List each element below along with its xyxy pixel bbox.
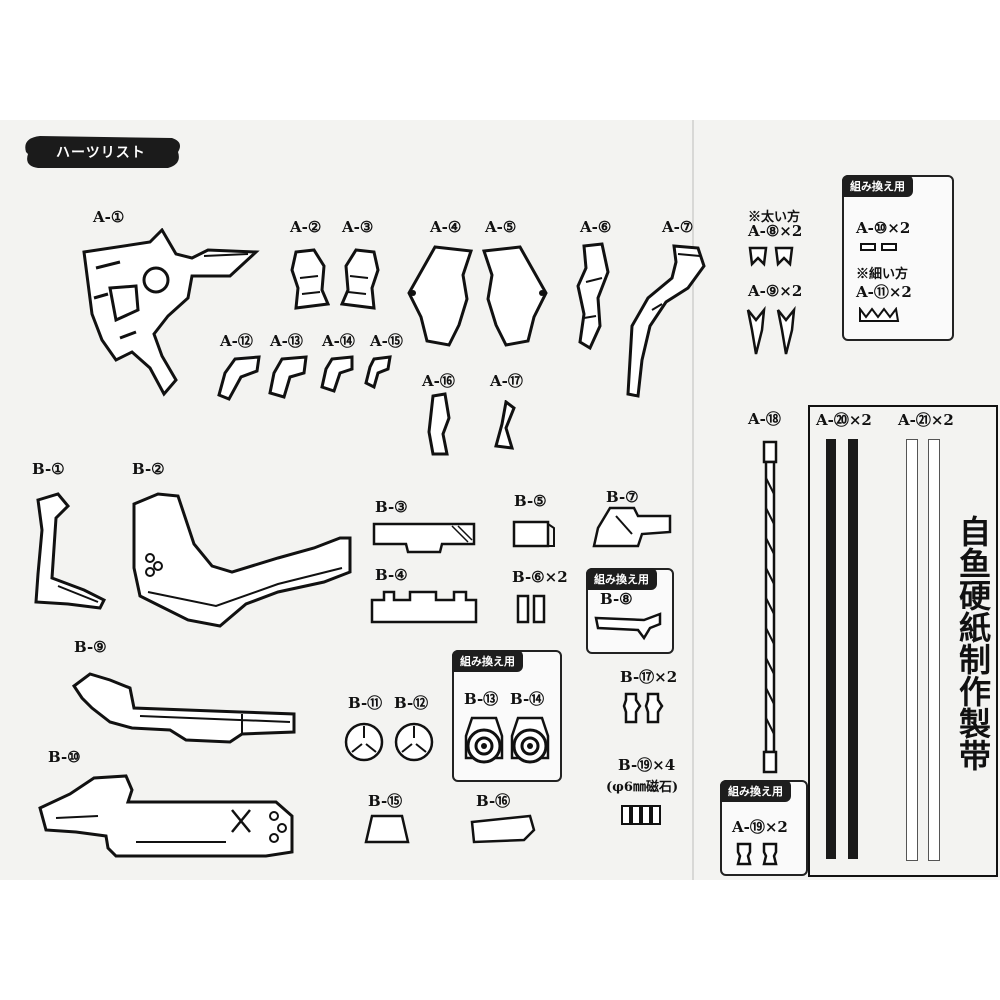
label-a2: A-② [290, 218, 322, 236]
label-b19-note: (φ6㎜磁石) [606, 780, 679, 795]
part-a11 [859, 307, 900, 322]
label-b9: B-⑨ [74, 638, 107, 656]
label-b11: B-⑪ [348, 694, 383, 712]
label-b2: B-② [132, 460, 165, 478]
alt-parts-box-a10-a11: 組み換え用 A-⑩×2 ※細い方 A-⑪×2 [842, 175, 954, 341]
label-b10: B-⑩ [48, 748, 81, 766]
part-a5 [481, 245, 548, 347]
part-b15 [364, 814, 410, 844]
label-a11: A-⑪×2 [856, 283, 912, 301]
alt-parts-box-a19: 組み換え用 A-⑲×2 [720, 780, 808, 876]
label-a17: A-⑰ [490, 372, 523, 390]
label-b5: B-⑤ [514, 492, 547, 510]
label-b6: B-⑥×2 [512, 568, 568, 586]
label-a13: A-⑬ [270, 332, 303, 350]
part-b14 [510, 716, 550, 764]
seal-sheet-box: A-⑳×2 A-㉑×2 [808, 405, 998, 877]
label-b8: B-⑧ [600, 590, 633, 608]
label-b15: B-⑮ [368, 792, 403, 810]
part-a20-strip-1 [826, 439, 836, 859]
seal-label-vertical: 自鱼硬紙制作製带 [954, 515, 992, 771]
label-a6: A-⑥ [580, 218, 612, 236]
part-a1 [82, 228, 260, 397]
part-a6 [576, 242, 610, 351]
part-a3 [340, 248, 380, 310]
part-b12 [394, 722, 434, 762]
part-a8 [748, 246, 794, 267]
part-b17 [622, 692, 664, 724]
part-a19 [736, 842, 778, 866]
part-a7 [626, 244, 706, 398]
label-a14: A-⑭ [322, 332, 355, 350]
alt-box-header: 組み換え用 [842, 175, 913, 197]
part-a18 [762, 440, 778, 774]
label-a18: A-⑱ [748, 410, 781, 428]
parts-list-banner: ハーツリスト [22, 132, 182, 172]
part-b11 [344, 722, 384, 762]
part-a2 [290, 248, 330, 310]
label-b19: B-⑲×4 [618, 756, 676, 774]
part-b4 [370, 590, 478, 624]
alt-parts-box-b8: 組み換え用 B-⑧ [586, 568, 674, 654]
part-a21-strip-2 [928, 439, 940, 861]
label-a1: A-① [93, 208, 125, 226]
alt-parts-box-b13-b14: 組み換え用 B-⑬ B-⑭ [452, 650, 562, 782]
label-a20: A-⑳×2 [816, 411, 872, 429]
label-a15: A-⑮ [370, 332, 403, 350]
label-a8: A-⑧×2 [748, 222, 803, 240]
alt-box-header: 組み換え用 [586, 568, 657, 590]
part-a16 [427, 392, 451, 456]
part-b3 [372, 522, 476, 554]
label-a5: A-⑤ [485, 218, 517, 236]
part-a15 [364, 355, 392, 390]
label-a21: A-㉑×2 [898, 411, 954, 429]
label-b13: B-⑬ [464, 690, 499, 708]
label-a9: A-⑨×2 [748, 282, 803, 300]
part-b5 [512, 520, 555, 548]
label-a12: A-⑫ [220, 332, 253, 350]
part-a14 [320, 355, 354, 393]
label-a11-note: ※細い方 [856, 267, 909, 282]
alt-box-header: 組み換え用 [720, 780, 791, 802]
label-b1: B-① [32, 460, 65, 478]
part-a12 [217, 355, 261, 401]
parts-sheet: ハーツリスト A-① A-② A-③ A-④ A-⑤ A-⑥ A-⑦ A-⑫ A… [0, 120, 1000, 880]
part-b2 [132, 492, 352, 628]
label-b4: B-④ [375, 566, 408, 584]
label-b12: B-⑫ [394, 694, 429, 712]
label-a4: A-④ [430, 218, 462, 236]
alt-box-header: 組み換え用 [452, 650, 523, 672]
part-a17 [494, 400, 516, 450]
part-b16 [470, 814, 536, 844]
part-a9 [746, 306, 796, 355]
part-a21-strip-1 [906, 439, 918, 861]
part-b9 [71, 672, 296, 744]
part-a10 [860, 243, 897, 251]
label-b14: B-⑭ [510, 690, 545, 708]
part-b7 [592, 506, 672, 548]
part-a20-strip-2 [848, 439, 858, 859]
label-a7: A-⑦ [662, 218, 694, 236]
part-b10 [38, 774, 294, 858]
page-title: ハーツリスト [56, 145, 146, 161]
part-a13 [268, 355, 308, 399]
label-b16: B-⑯ [476, 792, 511, 810]
part-b13 [464, 716, 504, 764]
part-b6 [516, 594, 546, 624]
part-b8 [594, 612, 662, 641]
label-a19: A-⑲×2 [732, 818, 788, 836]
label-a8-note: ※太い方 [748, 210, 801, 225]
label-a16: A-⑯ [422, 372, 455, 390]
label-a10: A-⑩×2 [856, 219, 911, 237]
part-b19-magnets [621, 805, 661, 825]
label-b7: B-⑦ [606, 488, 639, 506]
part-b1 [34, 492, 107, 610]
part-a4 [407, 245, 474, 347]
label-a3: A-③ [342, 218, 374, 236]
label-b17: B-⑰×2 [620, 668, 678, 686]
fold-crease [692, 120, 694, 880]
label-b3: B-③ [375, 498, 408, 516]
